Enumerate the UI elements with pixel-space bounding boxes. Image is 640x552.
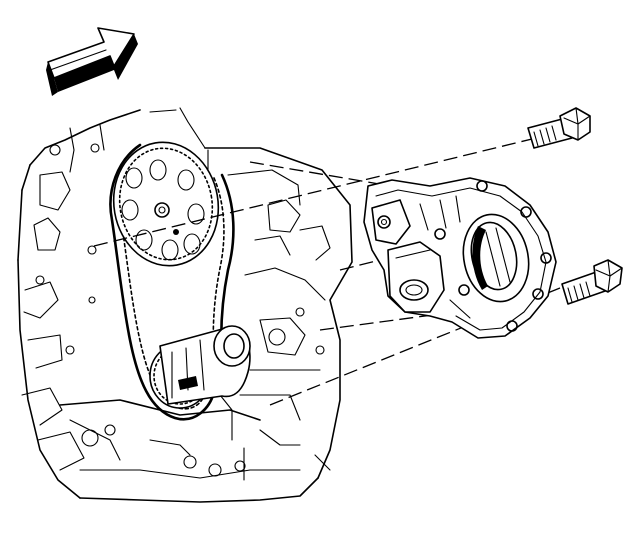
oil-pump [363, 177, 557, 339]
engine-block [17, 107, 353, 503]
upper-bolt-icon [527, 107, 591, 149]
direction-arrow-icon [46, 27, 138, 96]
camshaft-sprocket [112, 141, 220, 267]
lower-bolt-icon [561, 259, 623, 305]
crankshaft-sprocket [149, 325, 251, 409]
